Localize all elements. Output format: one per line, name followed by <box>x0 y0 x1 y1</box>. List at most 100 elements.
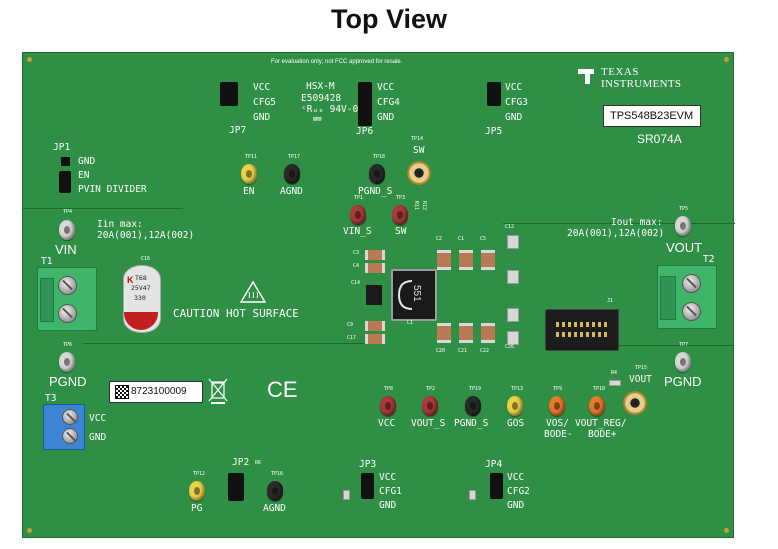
t2-ref: T2 <box>703 254 715 265</box>
jp3-pin-gnd: GND <box>379 500 397 511</box>
ul-line-1: HSX-M <box>306 81 335 92</box>
terminal-block-t2[interactable] <box>657 265 717 329</box>
sma-connector-tp14[interactable] <box>407 161 431 185</box>
tp1-ref: TP1 <box>354 195 364 201</box>
ceramic-cap-bottom-1 <box>437 323 451 343</box>
iout-max-line2: 20A(001),12A(002) <box>567 228 665 239</box>
jumper-jp2[interactable] <box>228 473 244 501</box>
c4-ref: C4 <box>353 263 360 269</box>
t3-screw-bottom[interactable] <box>62 428 78 444</box>
test-point-tp7[interactable] <box>675 352 691 372</box>
ceramic-cap-c3 <box>365 250 385 260</box>
ceramic-cap-c4 <box>365 263 385 273</box>
tp13-label: GOS <box>507 418 525 429</box>
jp6-pin-cfg4: CFG4 <box>377 97 400 108</box>
jp5-pin-vcc: VCC <box>505 82 523 93</box>
ti-logo-icon <box>578 69 594 84</box>
c16-marking-2: 25V47 <box>131 284 151 292</box>
r11-ref: R11 <box>413 201 419 211</box>
part-number-label: TPS548B23EVM <box>603 105 701 127</box>
test-point-tp6[interactable] <box>59 352 75 372</box>
tp14-label: SW <box>413 145 425 156</box>
test-point-tp19[interactable] <box>465 396 481 416</box>
pad-r4 <box>609 380 621 386</box>
jp6-ref: JP6 <box>356 126 374 137</box>
test-point-tp4[interactable] <box>59 220 75 240</box>
test-point-tp16[interactable] <box>267 481 283 501</box>
test-point-tp8[interactable] <box>380 396 396 416</box>
jp7-pin-cfg5: CFG5 <box>253 97 276 108</box>
test-point-tp3[interactable] <box>392 205 408 225</box>
c2-ref: C2 <box>436 236 443 242</box>
jp1-pin-pvin-divider: PVIN DIVIDER <box>78 184 147 195</box>
test-point-tp18[interactable] <box>369 164 385 184</box>
jumper-jp4[interactable] <box>490 473 503 499</box>
t1-screw-top[interactable] <box>58 276 77 295</box>
jp6-pin-gnd: GND <box>377 112 395 123</box>
test-point-tp9[interactable] <box>549 396 565 416</box>
hot-surface-warning-icon <box>239 280 267 303</box>
tp11-ref: TP11 <box>245 154 258 160</box>
iin-max-line2: 20A(001),12A(002) <box>97 230 195 241</box>
tp5-ref: TP5 <box>679 206 689 212</box>
c16-ref: C16 <box>141 256 151 262</box>
test-point-tp5[interactable] <box>675 216 691 236</box>
tp10-label2: BODE+ <box>588 429 617 440</box>
r4-ref: R4 <box>611 370 618 376</box>
jumper-jp7[interactable] <box>220 82 238 106</box>
c5-ref: C5 <box>480 236 487 242</box>
jumper-jp3[interactable] <box>361 473 374 499</box>
jp3-pin-vcc: VCC <box>379 472 397 483</box>
t3-screw-top[interactable] <box>62 409 78 425</box>
tp16-label: AGND <box>263 503 286 514</box>
t3-pin-vcc: VCC <box>89 413 107 424</box>
ti-logo-line2: INSTRUMENTS <box>601 78 682 90</box>
pad-c26-top <box>507 308 519 322</box>
test-point-tp1[interactable] <box>350 205 366 225</box>
pad-c26-bottom <box>507 331 519 345</box>
connector-j1[interactable] <box>545 309 619 351</box>
t3-pin-gnd: GND <box>89 432 107 443</box>
tp15-ref: TP15 <box>635 365 648 371</box>
controller-ic <box>366 285 382 305</box>
jumper-jp6[interactable] <box>358 82 372 126</box>
t2-screw-top[interactable] <box>682 274 701 293</box>
jp1-ref: JP1 <box>53 142 71 153</box>
tp1-label: VIN_S <box>343 226 372 237</box>
ceramic-cap-top-1 <box>437 250 451 270</box>
test-point-tp13[interactable] <box>507 396 523 416</box>
t1-ref: T1 <box>41 256 53 267</box>
t2-wire-entry <box>660 276 676 320</box>
disclaimer-text: For evaluation only; not FCC approved fo… <box>271 59 403 65</box>
tp9-ref: TP9 <box>553 386 563 392</box>
test-point-tp10[interactable] <box>589 396 605 416</box>
tp15-label: VOUT <box>629 374 652 385</box>
serial-number-label: 8723100009 <box>109 381 203 403</box>
trace-bottom-right <box>563 345 733 346</box>
mounting-hole-tr <box>724 57 729 62</box>
date-code-mark: ⊠⊠ <box>313 115 322 123</box>
jp3-pin-cfg1: CFG1 <box>379 486 402 497</box>
tp18-label: PGND_S <box>358 186 393 197</box>
t2-screw-bottom[interactable] <box>682 302 701 321</box>
jp4-pin-cfg2: CFG2 <box>507 486 530 497</box>
evm-board: For evaluation only; not FCC approved fo… <box>22 52 735 538</box>
test-point-tp11[interactable] <box>241 164 257 184</box>
page-title: Top View <box>330 4 447 34</box>
test-point-tp12[interactable] <box>189 481 205 501</box>
tp2-label: VOUT_S <box>411 418 446 429</box>
terminal-block-t3[interactable] <box>43 404 85 450</box>
jumper-jp1[interactable] <box>59 171 71 193</box>
jp3-side-pad <box>343 490 350 500</box>
t1-screw-bottom[interactable] <box>58 304 77 323</box>
sma-connector-tp15[interactable] <box>623 391 647 415</box>
c14-ref: C14 <box>351 280 361 286</box>
test-point-tp2[interactable] <box>422 396 438 416</box>
test-point-tp17[interactable] <box>284 164 300 184</box>
jp4-pin-gnd: GND <box>507 500 525 511</box>
serial-number-text: 8723100009 <box>131 386 187 397</box>
ceramic-cap-bottom-2 <box>459 323 473 343</box>
terminal-block-t1[interactable] <box>37 267 97 331</box>
c12-ref: C12 <box>505 224 515 230</box>
jumper-jp5[interactable] <box>487 82 501 106</box>
